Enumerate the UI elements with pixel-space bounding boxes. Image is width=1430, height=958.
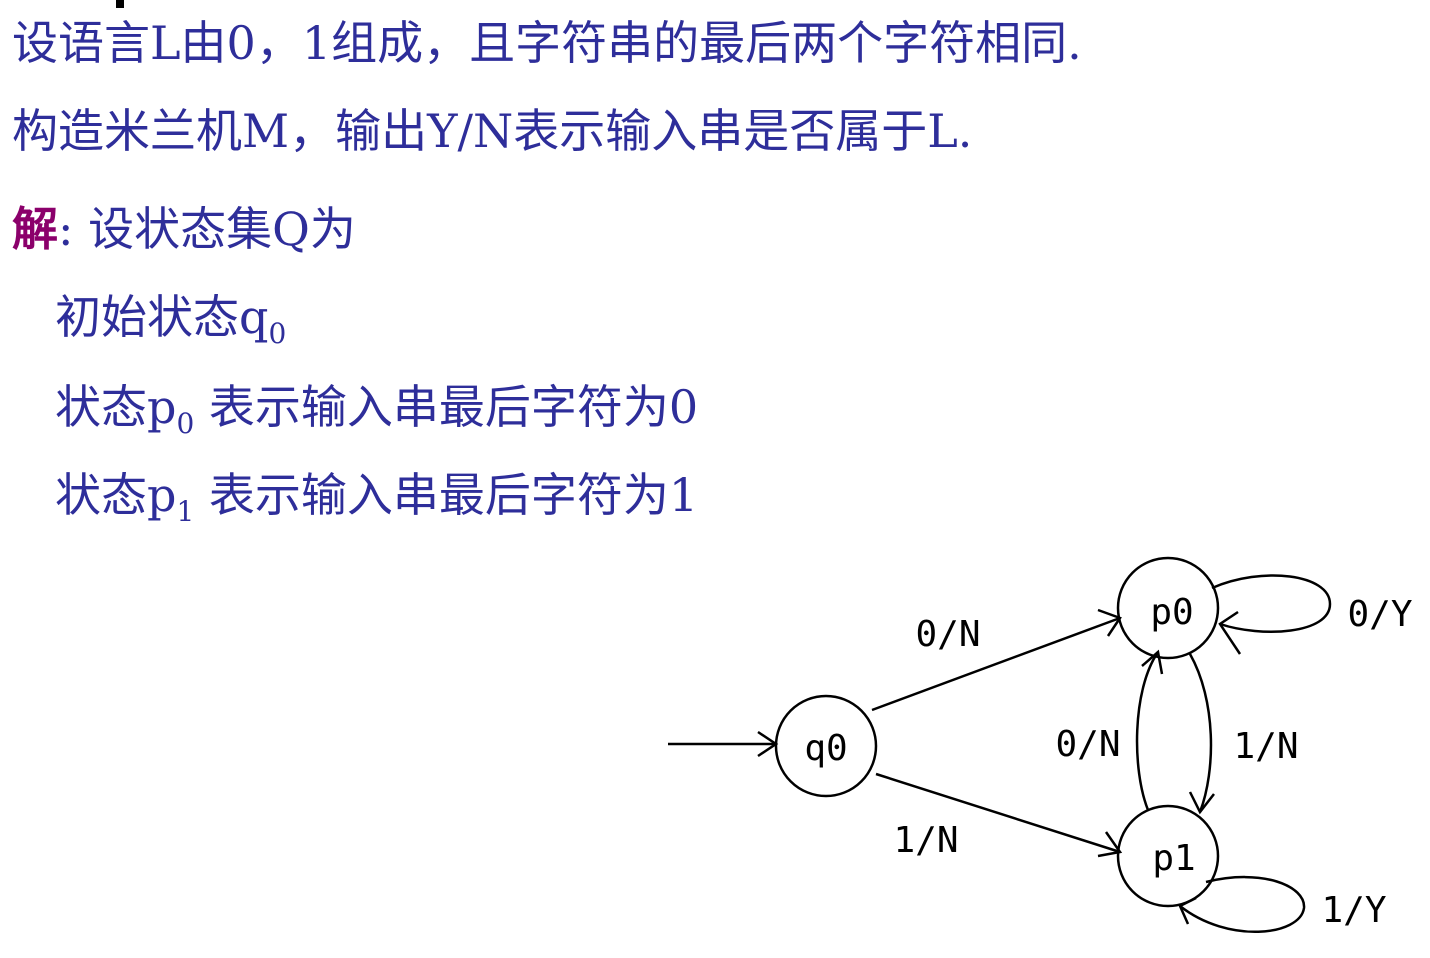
solution-label: 解	[12, 202, 58, 256]
edge-p0-p1-label: 1/N	[1233, 726, 1298, 767]
edge-p0-loop-arrowhead	[1218, 610, 1242, 655]
state-p1-label: p1	[1152, 838, 1195, 879]
edge-q0-p0	[871, 616, 1121, 712]
problem-line-1: 设语言L由0，1组成，且字符串的最后两个字符相同.	[12, 16, 1082, 70]
p0-description: 表示输入串最后字符为0	[194, 380, 699, 434]
initial-state-subscript: 0	[268, 317, 287, 350]
edge-q0-p1-label: 1/N	[893, 820, 958, 861]
initial-state-line: 初始状态q0	[55, 294, 286, 348]
edge-p0-p1-arrowhead	[1188, 791, 1215, 815]
edge-q0-p1	[875, 772, 1121, 854]
edge-p1-loop-arrowhead	[1178, 896, 1197, 925]
edge-p1-loop-label: 1/Y	[1321, 890, 1386, 931]
problem-line-2: 构造米兰机M，输出Y/N表示输入串是否属于L.	[12, 104, 973, 158]
initial-state-text: 初始状态q	[55, 290, 269, 344]
edge-p1-p0-label: 0/N	[1055, 724, 1120, 765]
solution-separator: :	[58, 202, 89, 256]
edge-p1-loop	[1179, 875, 1306, 934]
edge-p1-p0-arrowhead	[1141, 649, 1164, 675]
edge-p0-p1	[1188, 653, 1213, 813]
solution-intro: 设状态集Q为	[88, 202, 356, 256]
edge-p0-loop-label: 0/Y	[1347, 594, 1412, 635]
edge-p1-p0	[1135, 651, 1160, 811]
state-q0-label: q0	[804, 728, 847, 769]
p1-description: 表示输入串最后字符为1	[194, 468, 699, 522]
p0-description-line: 状态p0 表示输入串最后字符为0	[55, 384, 698, 438]
edge-q0-p0-arrowhead	[1097, 608, 1122, 637]
state-p1-circle	[1116, 804, 1220, 908]
solution-intro-line: 解: 设状态集Q为	[12, 206, 356, 252]
state-p0-circle	[1116, 556, 1220, 660]
edge-q0-p0-label: 0/N	[915, 614, 980, 655]
p0-subscript: 0	[176, 407, 195, 440]
state-p0-label: p0	[1150, 592, 1193, 633]
edge-q0-p1-arrowhead	[1097, 831, 1123, 858]
edge-p0-loop	[1211, 574, 1332, 633]
state-q0-circle	[774, 694, 878, 798]
p1-prefix: 状态p	[55, 468, 177, 522]
top-edge-mark	[116, 0, 124, 8]
p1-subscript: 1	[176, 495, 195, 528]
p1-description-line: 状态p1 表示输入串最后字符为1	[55, 472, 698, 526]
p0-prefix: 状态p	[55, 380, 177, 434]
